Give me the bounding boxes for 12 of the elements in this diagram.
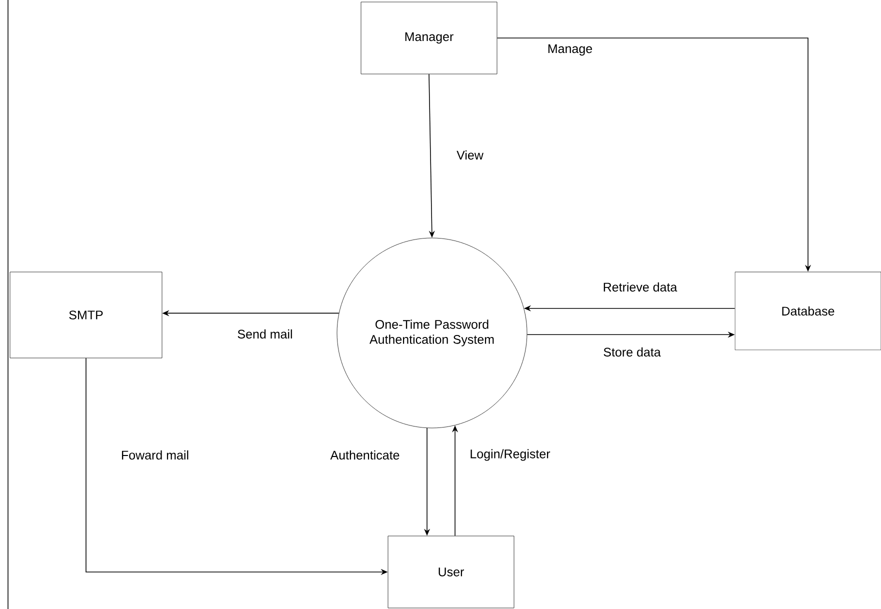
process-box: User (388, 536, 514, 608)
edge-label: Foward mail (119, 448, 191, 462)
edge-label: Retrieve data (601, 280, 679, 294)
process-box: Database (734, 272, 881, 350)
edge-label: Store data (602, 346, 662, 358)
edge-label: Login/Register (468, 448, 552, 462)
edge-label: Manage (546, 42, 594, 58)
edge-label: Send mail (236, 328, 294, 340)
edge-label: Authenticate (328, 448, 402, 462)
process-box: Manager (360, 2, 498, 74)
edge-label: View (455, 148, 485, 162)
process-box: SMTP (10, 272, 162, 358)
